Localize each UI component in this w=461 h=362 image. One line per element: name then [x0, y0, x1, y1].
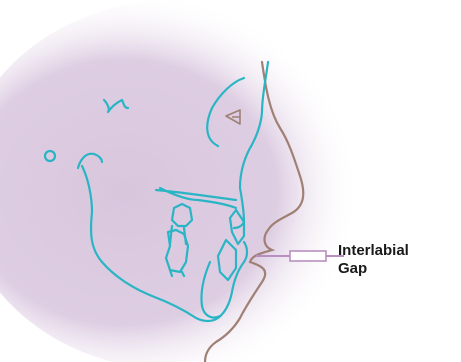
label-line-1: Interlabial — [338, 242, 448, 260]
label-line-2: Gap — [338, 260, 448, 278]
background-shading — [0, 0, 390, 362]
interlabial-gap-label: Interlabial Gap — [338, 242, 448, 278]
